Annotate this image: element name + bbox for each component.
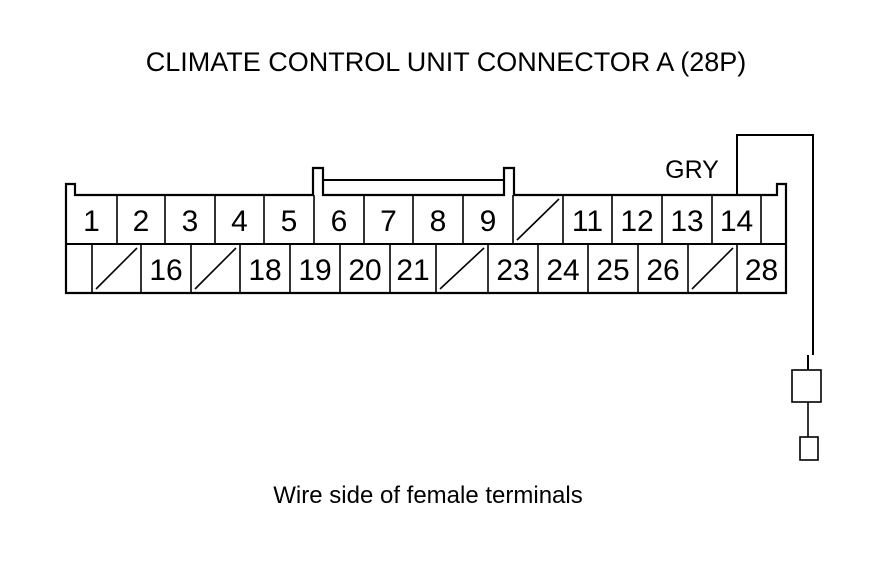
pin-20: 20 [348,254,381,287]
pin-12: 12 [620,205,653,238]
wire-color-label: GRY [665,156,719,184]
pin-21: 21 [396,254,429,287]
wire-lead [736,134,814,355]
pin-25: 25 [596,254,629,287]
pin-14: 14 [720,205,753,238]
connector-housing [64,166,788,295]
empty-cavity-slash [439,247,485,290]
diagram-title: CLIMATE CONTROL UNIT CONNECTOR A (28P) [146,47,747,77]
empty-cavity-slash [516,198,560,241]
diagram-caption: Wire side of female terminals [273,482,582,509]
pin-28: 28 [745,254,778,287]
pin-23: 23 [496,254,529,287]
terminal-body [791,369,822,403]
pin-11: 11 [572,205,603,238]
pin-2: 2 [133,205,150,238]
pin-24: 24 [546,254,579,287]
pin-4: 4 [231,205,248,238]
empty-cavity-slash [691,247,734,290]
pin-9: 9 [480,205,497,238]
empty-cavity-slash [95,247,138,290]
pin-3: 3 [182,205,199,238]
pin-6: 6 [331,205,348,238]
pin-16: 16 [149,254,182,287]
pin-13: 13 [670,205,703,238]
pin-26: 26 [646,254,679,287]
empty-cavity-slash [194,247,237,290]
terminal-tip [799,436,819,461]
pin-18: 18 [248,254,281,287]
pin-1: 1 [83,205,100,238]
pin-8: 8 [430,205,447,238]
pin-7: 7 [380,205,397,238]
pin-19: 19 [298,254,331,287]
pin-5: 5 [281,205,298,238]
